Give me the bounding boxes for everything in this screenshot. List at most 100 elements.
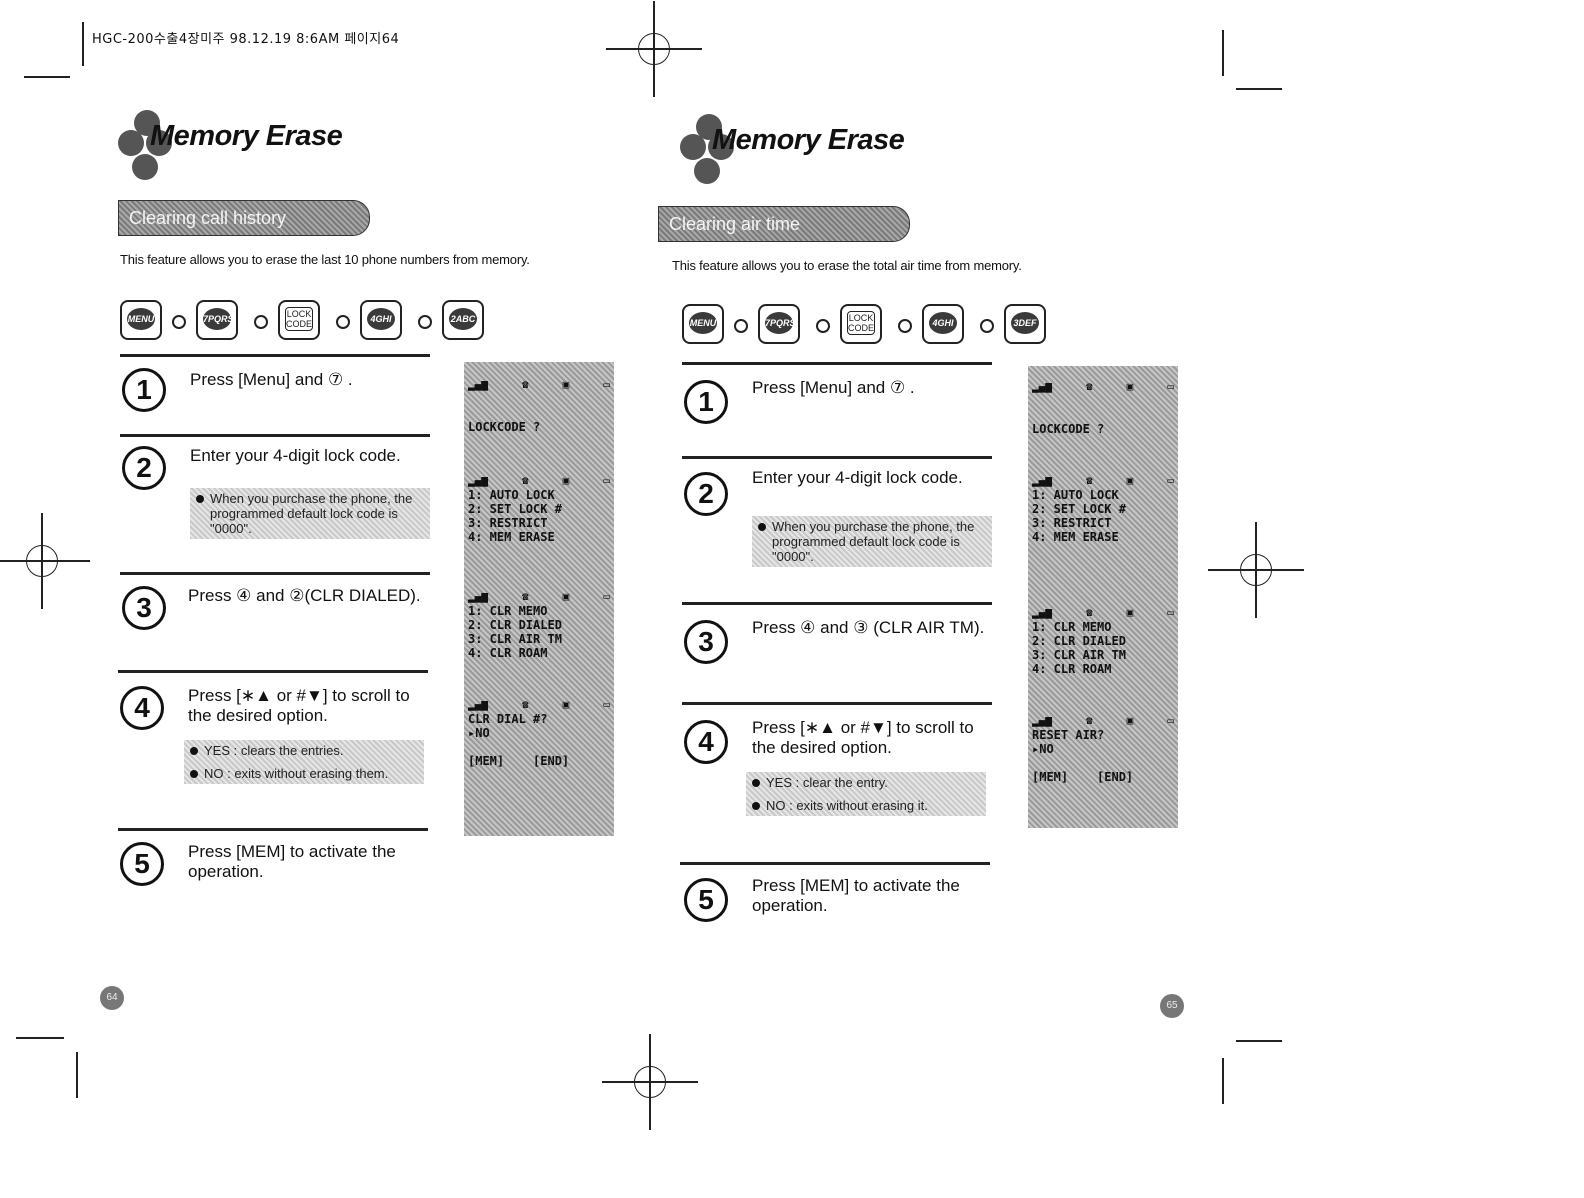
crop-mark [1222, 30, 1224, 76]
screen-line: 4: MEM ERASE [1032, 530, 1119, 544]
step-text: Press [∗▲ or #▼] to scroll to the desire… [752, 718, 974, 757]
page-number: 65 [1160, 994, 1184, 1018]
status-indicators: ▂▄▆☎▣▭ [1032, 606, 1174, 619]
signal-icon: ▂▄▆ [468, 378, 488, 391]
screen-line: 3: CLR AIR TM [468, 632, 562, 646]
step-divider [118, 828, 428, 831]
step-divider [682, 456, 992, 459]
crop-mark [76, 1052, 78, 1098]
connector-icon [980, 319, 994, 333]
phone-icon: ☎ [1085, 380, 1093, 393]
crop-mark [82, 22, 84, 66]
step-text: Press [MEM] to activate the operation. [188, 842, 396, 881]
screen-line: 3: CLR AIR TM [1032, 648, 1126, 662]
status-indicators: ▂▄▆ ☎ ▣ ▭ [468, 378, 610, 392]
step-number: 3 [122, 586, 166, 630]
connector-icon [336, 315, 350, 329]
step-number: 2 [684, 472, 728, 516]
screen-line: 1: CLR MEMO [1032, 620, 1112, 634]
screen-line [468, 740, 610, 754]
crop-mark [16, 1037, 64, 1039]
key-4-icon: 4GHI [922, 304, 964, 344]
screen-line: 4: CLR ROAM [468, 646, 548, 660]
screen-line: 1: CLR MEMO [468, 604, 548, 618]
step-number: 3 [684, 620, 728, 664]
section-title: Clearing air time [669, 214, 801, 234]
step-divider [682, 602, 992, 605]
status-indicators: ▂▄▆☎▣▭ [468, 590, 610, 603]
step-number: 1 [684, 380, 728, 424]
step-number: 4 [684, 720, 728, 764]
screen-line: 2: SET LOCK # [468, 502, 562, 516]
battery-icon: ▭ [1167, 380, 1174, 393]
screen-line: [MEM] [END] [468, 754, 570, 768]
bullet-icon [190, 747, 198, 755]
status-indicators: ▂▄▆☎▣▭ [1032, 474, 1174, 487]
crop-mark [1236, 88, 1282, 90]
connector-icon [734, 319, 748, 333]
lock-code-key-icon: LOCK CODE [278, 300, 320, 340]
screen-line: LOCKCODE ? [468, 420, 541, 434]
screen-line: 2: SET LOCK # [1032, 502, 1126, 516]
screen-line: 1: AUTO LOCK [468, 488, 555, 502]
note-text: NO : exits without erasing them. [204, 766, 389, 781]
note-box: YES : clears the entries. NO : exits wit… [184, 740, 424, 784]
step-divider [680, 862, 990, 865]
menu-key-icon: MENU [682, 304, 724, 344]
registration-mark [602, 1034, 698, 1130]
note-text: When you purchase the phone, the program… [772, 519, 975, 564]
registration-mark [0, 513, 90, 609]
key-3-icon: 3DEF [1004, 304, 1046, 344]
step-divider [120, 572, 430, 575]
page-title: Memory Erase [712, 124, 905, 156]
d-icon: ▣ [562, 378, 570, 391]
step-text: Enter your 4-digit lock code. [190, 446, 401, 465]
menu-key-icon: MENU [120, 300, 162, 340]
key-7-icon: 7PQRS [196, 300, 238, 340]
step-text: Press [Menu] and ⑦ . [752, 378, 915, 397]
screen-line [1032, 756, 1174, 770]
note-text: When you purchase the phone, the program… [210, 491, 413, 536]
step-text: Press [∗▲ or #▼] to scroll to the desire… [188, 686, 410, 725]
intro-text: This feature allows you to erase the tot… [672, 258, 1022, 273]
key-4-icon: 4GHI [360, 300, 402, 340]
connector-icon [898, 319, 912, 333]
phone-display: ▂▄▆☎▣▭ LOCKCODE ? ▂▄▆☎▣▭ 1: AUTO LOCK 2:… [1028, 366, 1178, 828]
connector-icon [172, 315, 186, 329]
step-divider [682, 702, 992, 705]
screen-line: CLR DIAL #? [468, 712, 548, 726]
step-divider [682, 362, 992, 365]
connector-icon [418, 315, 432, 329]
page-title: Memory Erase [150, 120, 343, 152]
step-text: Press ④ and ②(CLR DIALED). [188, 586, 421, 605]
status-indicators: ▂▄▆☎▣▭ [1032, 714, 1174, 727]
step-number: 5 [684, 878, 728, 922]
d-icon: ▣ [1126, 380, 1134, 393]
status-indicators: ▂▄▆☎▣▭ [468, 698, 610, 711]
phone-icon: ☎ [521, 378, 529, 391]
registration-mark [1208, 522, 1304, 618]
note-box: When you purchase the phone, the program… [752, 516, 992, 567]
step-divider [120, 434, 430, 437]
note-box: YES : clear the entry. NO : exits withou… [746, 772, 986, 816]
signal-icon: ▂▄▆ [1032, 380, 1052, 393]
clover-logo [118, 110, 188, 190]
screen-line: [MEM] [END] [1032, 770, 1134, 784]
connector-icon [816, 319, 830, 333]
page-number: 64 [100, 986, 124, 1010]
section-banner: Clearing call history [118, 200, 370, 236]
section-banner: Clearing air time [658, 206, 910, 242]
screen-line: ▸NO [468, 726, 490, 740]
battery-icon: ▭ [603, 378, 610, 391]
screen-line: ▸NO [1032, 742, 1054, 756]
key-2-icon: 2ABC [442, 300, 484, 340]
intro-text: This feature allows you to erase the las… [120, 252, 530, 267]
step-text: Enter your 4-digit lock code. [752, 468, 963, 487]
lock-code-key-icon: LOCK CODE [840, 304, 882, 344]
step-number: 2 [122, 446, 166, 490]
step-divider [118, 670, 428, 673]
status-indicators: ▂▄▆ ☎ ▣ ▭ [1032, 380, 1174, 394]
bullet-icon [752, 802, 760, 810]
key-7-icon: 7PQRS [758, 304, 800, 344]
bullet-icon [196, 495, 204, 503]
